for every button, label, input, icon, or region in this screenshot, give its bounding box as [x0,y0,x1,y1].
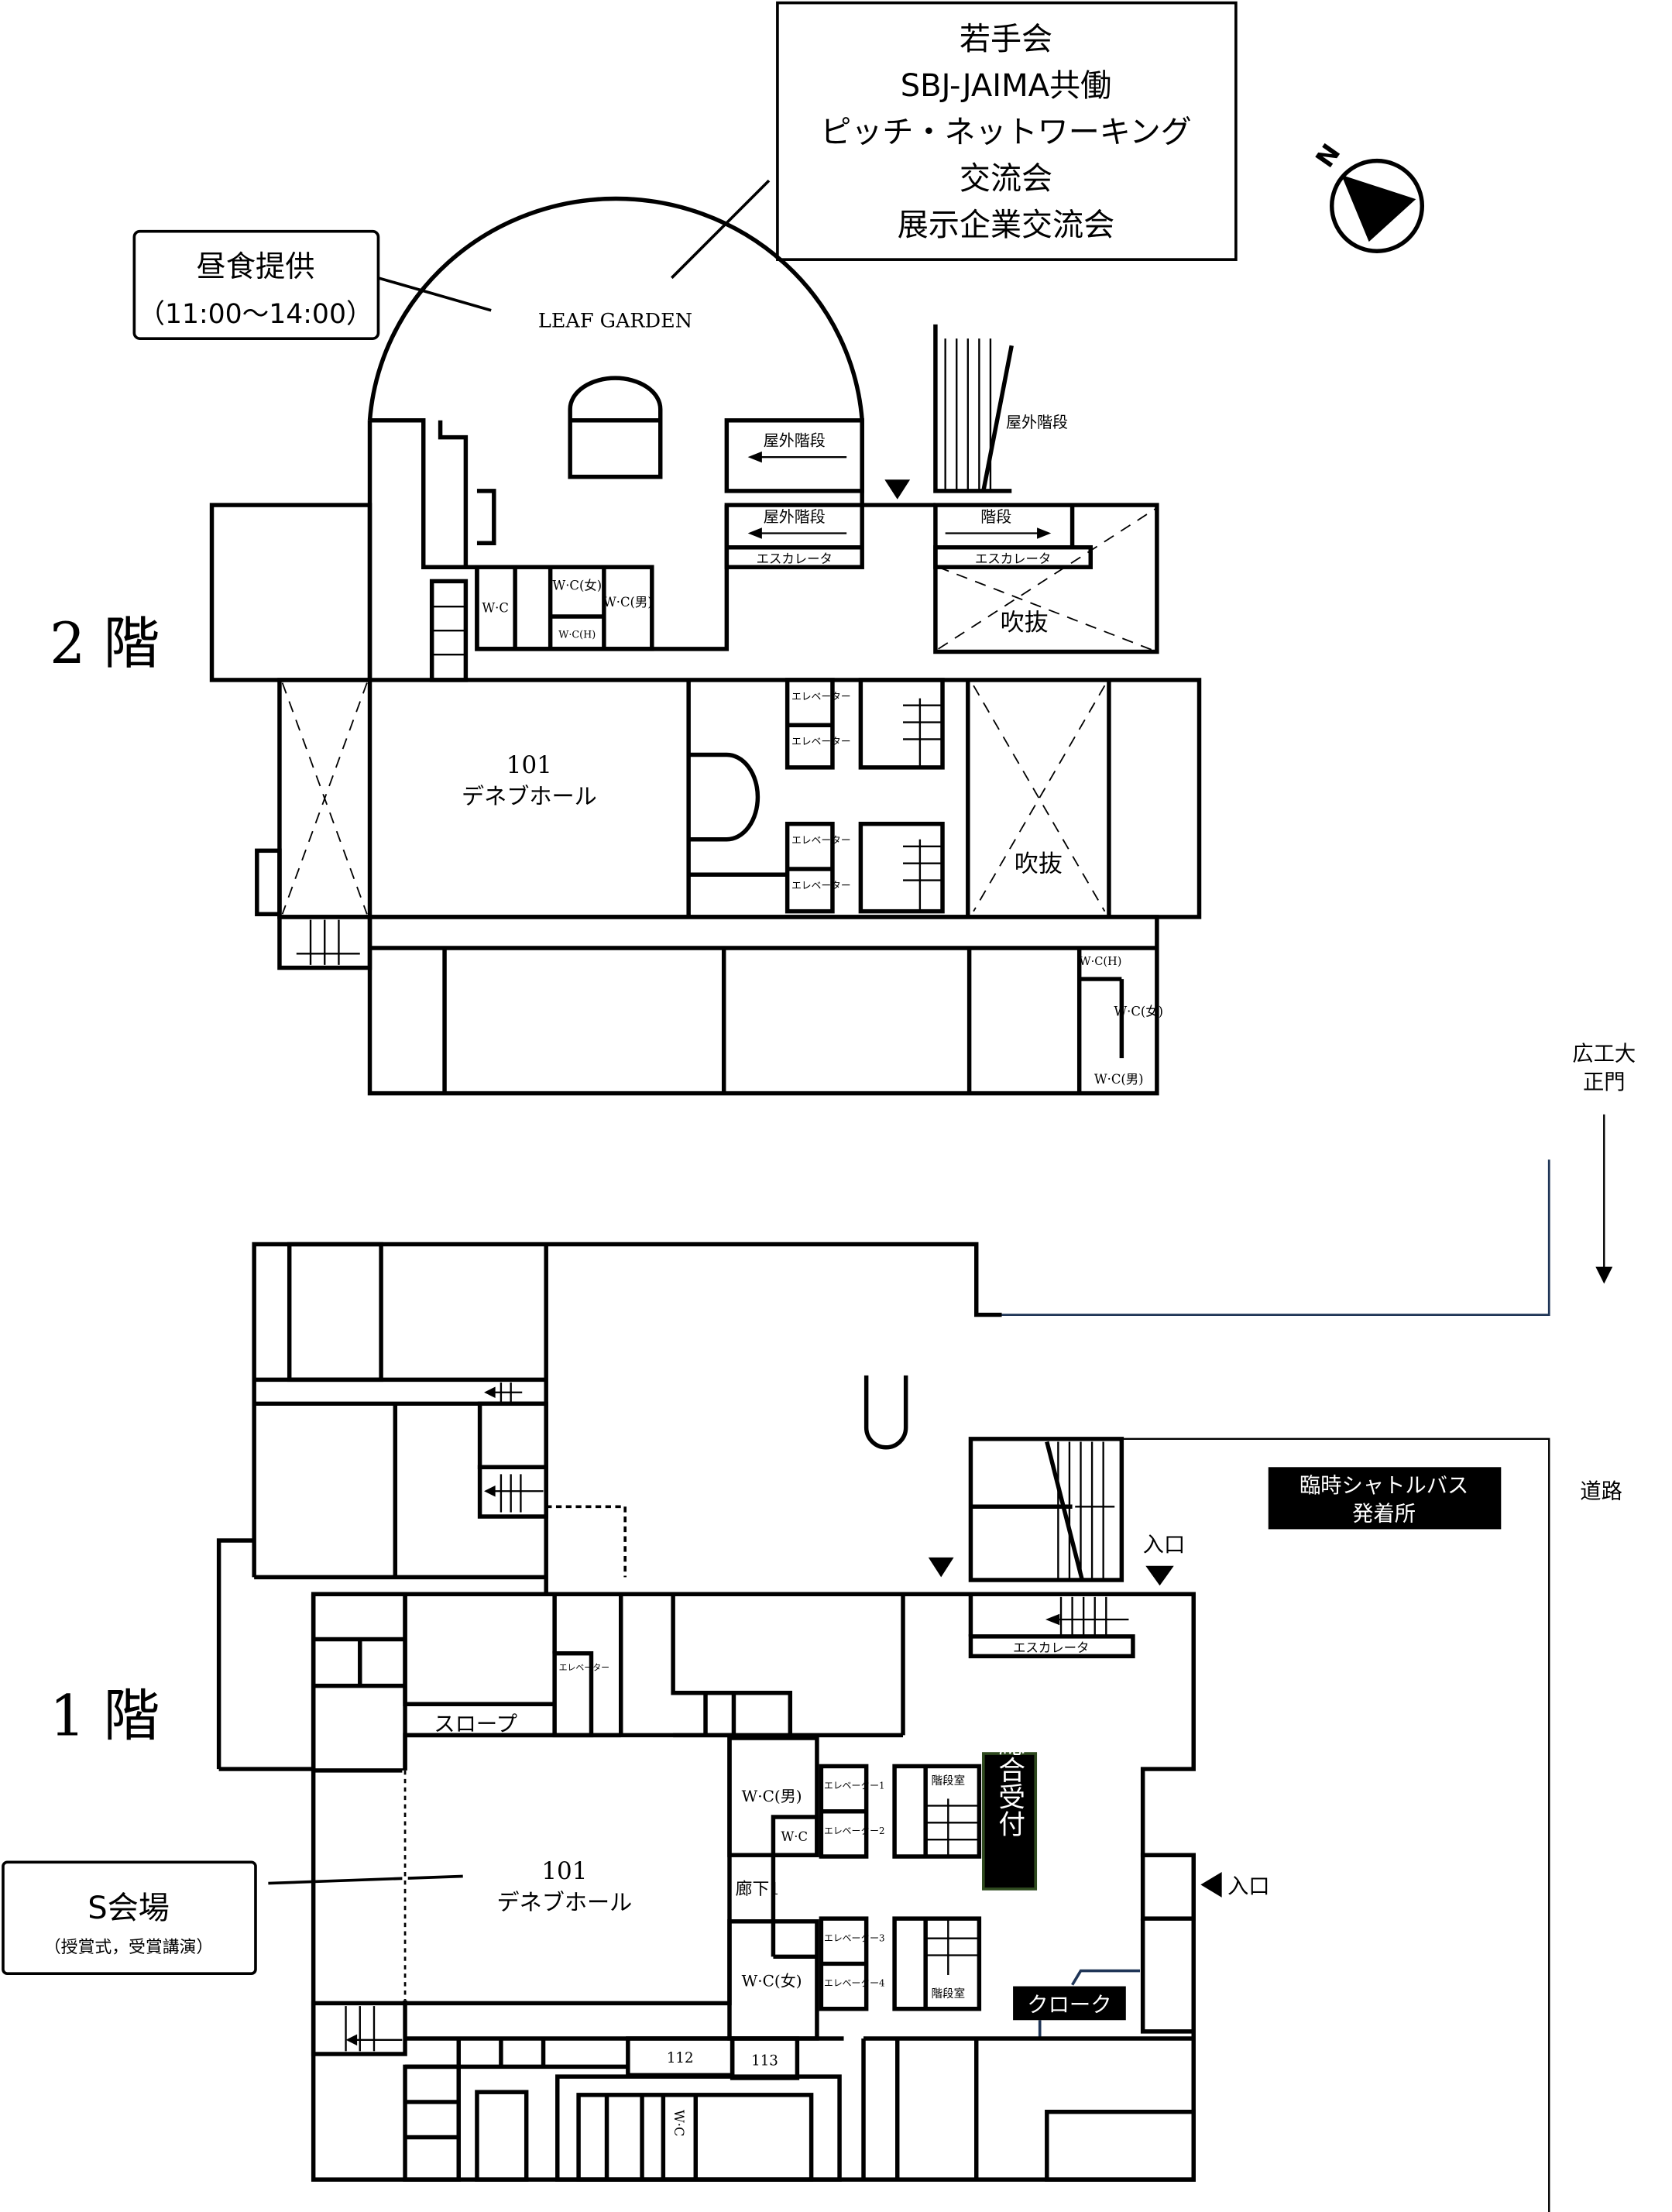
shuttle-label: 臨時シャトルバス [1299,1474,1469,1498]
north-label: N [1310,139,1347,173]
outdoor-stairs-label: 屋外階段 [1006,413,1068,431]
stair-room-label: 階段室 [931,1987,965,2001]
main-gate-label: 広工大 [1572,1042,1636,1066]
event-line: SBJ-JAIMA共働 [901,68,1111,104]
event-line: ピッチ・ネットワーキング [820,115,1192,150]
lunch-title: 昼食提供 [196,249,314,284]
leaf-garden-label: LEAF GARDEN [538,310,692,333]
wc-label: W·C [482,601,509,616]
elevator-label: エレベーター1 [824,1781,885,1791]
shuttle-label: 発着所 [1352,1503,1416,1527]
cloak-label: クローク [1027,1993,1111,2017]
s-venue-subtitle: （授賞式，受賞講演） [44,1938,213,1957]
elevator-label: エレベーター [791,835,851,847]
elevator-label: エレベーター [791,691,851,702]
corridor-label: 廊下1 [736,1880,781,1899]
main-gate-label: 正門 [1583,1070,1626,1094]
entrance-arrow-icon [1145,1565,1174,1586]
wc-accessible-label: W·C(H) [558,629,596,641]
lunch-time: （11:00〜14:00） [138,299,373,330]
entrance-label: 入口 [1227,1874,1270,1898]
cloak-room [1013,1986,1126,2021]
wc-men-label: W·C(男) [1094,1072,1144,1087]
entrance-arrow-icon [884,479,911,500]
wc-men-label-1f: W·C(男) [742,1787,802,1805]
event-line: 若手会 [960,22,1052,57]
wc-men-label: W·C(男) [603,595,653,610]
elevator-label: エレベーター [791,737,851,748]
slope-label: スロープ [434,1712,517,1736]
wc-bottom-label: W·C [671,2110,686,2137]
event-line: 展示企業交流会 [898,208,1114,243]
event-line: 交流会 [960,161,1052,197]
reception-label: 総合受付 [994,1729,1025,1836]
hall-number-1f: 101 [541,1857,587,1885]
escalator-label-1f: エスカレータ [1013,1640,1089,1655]
room-113: 113 [751,2053,778,2069]
elevator-label: エレベーター2 [824,1826,885,1836]
first-floor-plan: エスカレータ エレベーター スロープ 101 デネブホール W·C(男) W·C… [216,1242,1196,2182]
elevator-label: エレベーター4 [824,1978,885,1989]
entrance-arrow-icon [928,1557,954,1578]
hall-name-1f: デネブホール [497,1889,633,1915]
wc-label-1f: W·C [781,1829,808,1844]
escalator-label: エスカレータ [757,551,833,566]
floor-label-2f: 2 階 [50,611,160,677]
s-venue-title: S会場 [88,1891,170,1926]
atrium-label: 吹抜 [1015,850,1063,878]
wc-women-label-1f: W·C(女) [742,1972,802,1990]
hall-number-2f: 101 [506,751,552,779]
lunch-callout: 昼食提供 （11:00〜14:00） [132,229,492,340]
reception-desk [982,1752,1038,1891]
wc-accessible-label: W·C(H) [1080,955,1122,968]
wc-women-label: W·C(女) [552,578,602,592]
s-venue-callout: S会場 （授賞式，受賞講演） [2,1860,463,1975]
entrance-label: 入口 [1143,1534,1186,1558]
elevator-label-1f: エレベーター [559,1663,609,1673]
room-112: 112 [667,2050,694,2066]
outdoor-stairs-label: 屋外階段 [764,507,826,526]
escalator-label: エスカレータ [975,551,1051,566]
stairs-label: 階段 [980,507,1011,526]
elevator-label: エレベーター [791,881,851,892]
elevator-label: エレベーター3 [824,1932,885,1943]
atrium-label: 吹抜 [1001,609,1049,637]
event-callout: 若手会 SBJ-JAIMA共働 ピッチ・ネットワーキング 交流会 展示企業交流会 [671,1,1238,280]
stair-room-label: 階段室 [931,1774,965,1788]
north-compass-icon: N [1310,139,1425,253]
shuttle-bus-stop [1268,1467,1502,1530]
entrance-arrow-icon [1200,1872,1222,1898]
road-label: 道路 [1580,1479,1622,1503]
outdoor-stairs-label: 屋外階段 [764,431,826,450]
hall-name-2f: デネブホール [462,783,597,809]
wc-women-label: W·C(女) [1114,1004,1163,1018]
second-floor-plan: LEAF GARDEN W·C W·C(女) W·C(H) W·C(男) 屋外階… [209,196,1202,1096]
floor-label-1f: 1 階 [50,1683,160,1749]
